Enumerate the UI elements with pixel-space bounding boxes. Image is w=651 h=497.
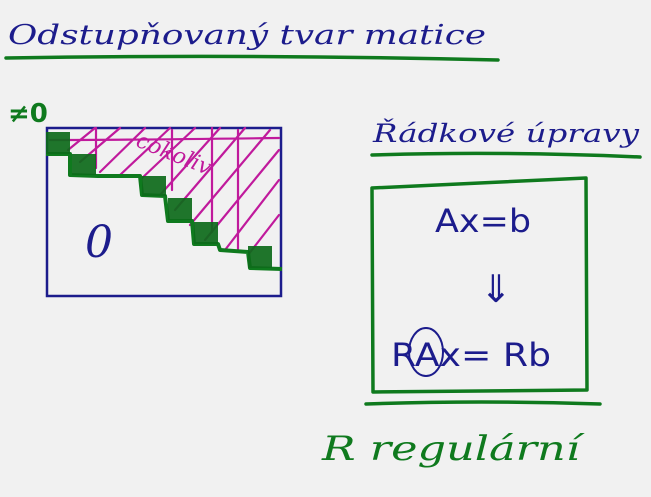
equation-original: Ax=b [435, 202, 531, 240]
pivot-block [248, 246, 272, 268]
equation-transformed: RAx= Rb [391, 336, 551, 374]
box-bottom-line [364, 400, 602, 406]
equations-box [370, 176, 589, 394]
matrix-frame [45, 126, 283, 298]
regular-matrix-note: R regulární [321, 429, 586, 469]
nonzero-label: ≠0 [8, 99, 48, 129]
pivot-block [46, 132, 70, 154]
implies-arrow: ⇓ [480, 267, 512, 311]
title-underline [4, 54, 500, 62]
highlight-circle [408, 327, 444, 377]
pivot-block [168, 198, 192, 220]
pivot-block [194, 222, 218, 244]
heading-underline [370, 151, 642, 159]
any-values-label: cokoliv [133, 128, 216, 181]
echelon-staircase [46, 132, 283, 271]
zero-region-label: 0 [85, 217, 113, 268]
row-operations-heading: Řádkové úpravy [372, 119, 640, 148]
pivot-block [72, 154, 96, 175]
page-title: Odstupňovaný tvar matice [8, 20, 486, 51]
pivot-block [142, 176, 166, 196]
